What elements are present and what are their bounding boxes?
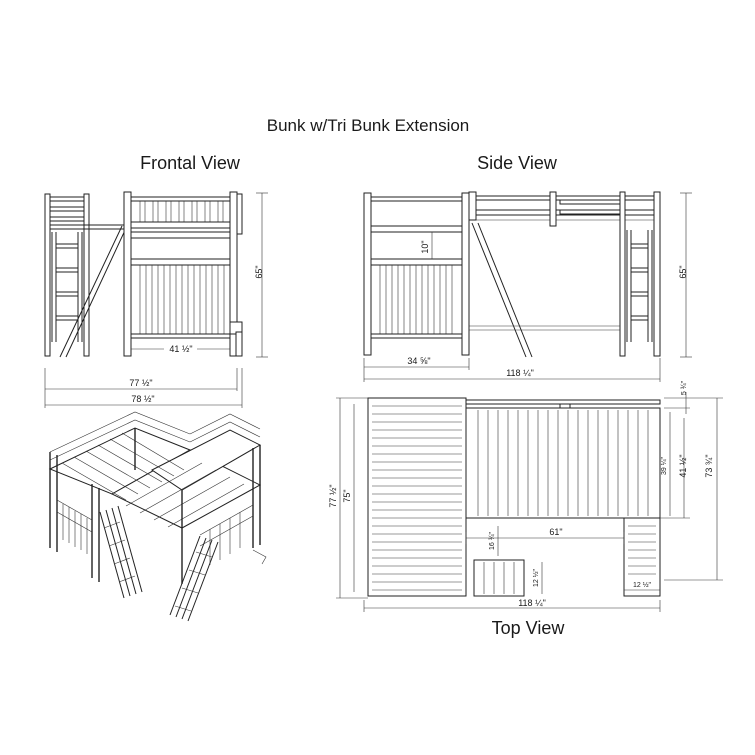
dim-top-73: 73 ¾"	[704, 454, 714, 477]
drawing-title: Bunk w/Tri Bunk Extension	[267, 116, 470, 135]
frontal-view: 41 ½" 65" 77 ½" 78 ½"	[44, 191, 268, 408]
frontal-view-label: Frontal View	[140, 153, 241, 173]
top-view-label: Top View	[492, 618, 566, 638]
dim-top-118: 118 ¼"	[518, 598, 546, 608]
dim-top-16: 16 ¾"	[489, 531, 496, 550]
top-view: 5 ¾" 39 ¼" 41 ½" 73 ¾" 77 ½" 75" 61" 16 …	[328, 380, 723, 612]
dim-side-rail: 10"	[420, 240, 430, 253]
dim-front-width-78: 78 ½"	[131, 394, 154, 404]
dim-top-41: 41 ½"	[678, 454, 688, 477]
dim-side-height: 65"	[678, 265, 688, 278]
dim-top-12-vertical: 12 ½"	[532, 568, 540, 587]
side-view: 10" 65" 34 ⅝"	[363, 191, 692, 382]
dim-top-77: 77 ½"	[328, 484, 338, 507]
dim-top-39: 39 ¼"	[661, 456, 668, 475]
dim-front-inner-width: 41 ½"	[169, 344, 192, 354]
isometric-view	[48, 411, 267, 622]
dim-side-118: 118 ¼"	[506, 368, 534, 378]
dim-top-61: 61"	[549, 527, 562, 537]
dim-top-75: 75"	[342, 489, 352, 502]
side-view-label: Side View	[477, 153, 558, 173]
dim-top-12-horizontal: 12 ½"	[633, 581, 652, 589]
dim-side-34: 34 ⅝"	[407, 356, 430, 366]
dim-front-width-77: 77 ½"	[129, 378, 152, 388]
dim-front-height: 65"	[254, 265, 264, 278]
dim-top-5: 5 ¾"	[681, 380, 688, 395]
